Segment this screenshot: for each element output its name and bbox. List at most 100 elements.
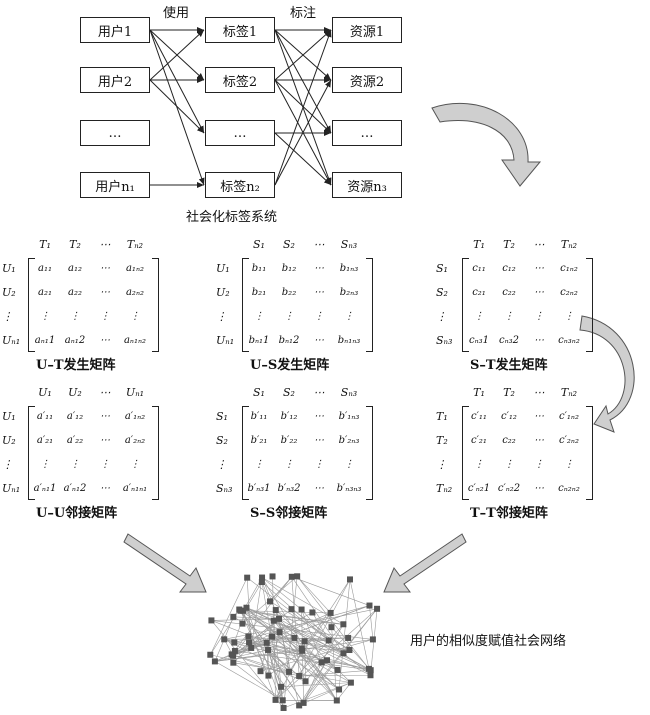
matrix-row-label: ⋮ xyxy=(2,458,13,471)
network-node xyxy=(294,573,301,580)
tag-box-n2: 标签n₂ xyxy=(205,172,275,198)
matrix-cell: ⋮ xyxy=(254,311,264,322)
matrix-cell: cₙ₂ₙ₂ xyxy=(558,483,580,494)
network-edge xyxy=(303,662,322,704)
social-network-graph xyxy=(207,573,381,711)
matrix-row-label: ⋮ xyxy=(216,310,227,323)
network-node xyxy=(230,652,237,659)
network-node xyxy=(276,615,283,622)
network-edge xyxy=(231,576,293,655)
matrix-left-bracket xyxy=(462,406,469,500)
matrix-col-header: ⋯ xyxy=(533,386,545,399)
matrix-left-bracket xyxy=(28,406,35,500)
matrix-left-bracket xyxy=(28,258,35,352)
matrix-right-bracket xyxy=(586,406,593,500)
matrix-col-header: S₂ xyxy=(283,238,295,251)
matrix-caption: S–S邻接矩阵 xyxy=(250,506,328,521)
network-node xyxy=(231,647,238,654)
matrix-row-label: Uₙ₁ xyxy=(216,334,235,347)
matrix-cell: b′ₙ₃1 xyxy=(247,483,271,494)
matrix-col-header: S₂ xyxy=(283,386,295,399)
matrix-row-label: ⋮ xyxy=(216,458,227,471)
network-edge xyxy=(275,608,378,701)
user-tag-edge xyxy=(149,79,205,134)
matrix-col-header: T₁ xyxy=(473,238,485,251)
network-edge xyxy=(269,601,350,651)
network-edge xyxy=(232,618,280,656)
matrix-cell: c′ₙ₂2 xyxy=(497,483,521,494)
matrix-col-header: Tₙ₂ xyxy=(560,386,578,399)
matrix-cell: ⋮ xyxy=(130,459,140,470)
matrix-row-label: U₁ xyxy=(2,410,16,423)
matrix-cell: ⋯ xyxy=(314,335,324,346)
matrix-cell: b₁ₙ₃ xyxy=(339,263,359,274)
matrix-cell: ⋮ xyxy=(130,311,140,322)
network-node xyxy=(340,621,347,628)
network-edge xyxy=(246,581,263,608)
network-edge xyxy=(266,609,277,643)
matrix-right-bracket xyxy=(152,258,159,352)
network-node xyxy=(296,702,303,709)
matrix-cell: ⋮ xyxy=(504,459,514,470)
matrix-row-label: S₁ xyxy=(216,410,228,423)
network-edge xyxy=(298,660,328,706)
network-node xyxy=(291,634,298,641)
matrix-cell: bₙ₁ₙ₃ xyxy=(337,335,361,346)
matrix-col-header: S₁ xyxy=(253,238,265,251)
matrix-cell: b₁₁ xyxy=(251,263,267,274)
network-edge xyxy=(275,609,306,682)
matrix-right-bracket xyxy=(366,406,373,500)
network-node xyxy=(230,613,237,620)
user-box-ellipsis: … xyxy=(80,120,150,146)
user-box-1: 用户1 xyxy=(80,17,150,43)
matrix-cell: ⋯ xyxy=(100,435,110,446)
matrix-row-label: Sₙ₃ xyxy=(436,334,453,347)
matrix-col-header: T₂ xyxy=(503,238,515,251)
matrix-cell: b′₁₁ xyxy=(250,411,268,422)
matrix-cell: ⋮ xyxy=(474,459,484,470)
user-box-n1: 用户n₁ xyxy=(80,172,150,198)
matrix-cell: ⋮ xyxy=(564,311,574,322)
matrix-cell: a′₂ₙ₂ xyxy=(124,435,146,446)
network-edge xyxy=(291,576,300,676)
matrix-cell: a′₂₂ xyxy=(66,435,84,446)
network-node xyxy=(309,609,316,616)
matrix-col-header: ⋯ xyxy=(313,238,325,251)
matrix-cell: a′₁₂ xyxy=(66,411,84,422)
matrix-cell: a′₂₁ xyxy=(36,435,54,446)
matrix-right-bracket xyxy=(366,258,373,352)
network-edge xyxy=(301,609,322,663)
matrix-col-header: Tₙ₂ xyxy=(560,238,578,251)
matrix-row-label: U₁ xyxy=(2,262,16,275)
matrix-cell: c′ₙ₂1 xyxy=(467,483,491,494)
matrix-cell: c′₁ₙ₂ xyxy=(559,411,579,422)
matrix-cell: a′ₙ₁2 xyxy=(63,483,87,494)
network-node xyxy=(323,657,330,664)
matrix-cell: ⋮ xyxy=(100,459,110,470)
network-node xyxy=(276,629,283,636)
matrix-cell: ⋯ xyxy=(534,435,544,446)
network-edge xyxy=(299,682,352,706)
network-edge xyxy=(246,607,284,709)
network-node xyxy=(367,672,374,679)
network-node xyxy=(288,573,295,580)
matrix-col-header: T₂ xyxy=(503,386,515,399)
matrix-cell: ⋮ xyxy=(70,311,80,322)
network-edge xyxy=(231,612,313,655)
network-edge xyxy=(278,618,371,671)
matrix-cell: b′₁ₙ₃ xyxy=(338,411,360,422)
matrix-cell: ⋯ xyxy=(314,435,324,446)
network-edge xyxy=(275,609,300,706)
network-edge xyxy=(266,642,284,709)
network-node xyxy=(298,606,305,613)
curved-arrow-right xyxy=(579,315,635,433)
matrix-cell: b′ₙ₃ₙ₃ xyxy=(336,483,362,494)
network-edge xyxy=(214,661,283,701)
matrix-cell: c′₁₂ xyxy=(501,411,517,422)
matrix-cell: ⋮ xyxy=(534,311,544,322)
matrix-cell: ⋮ xyxy=(344,459,354,470)
network-node xyxy=(334,666,341,673)
network-node xyxy=(267,598,274,605)
network-node xyxy=(231,639,238,646)
